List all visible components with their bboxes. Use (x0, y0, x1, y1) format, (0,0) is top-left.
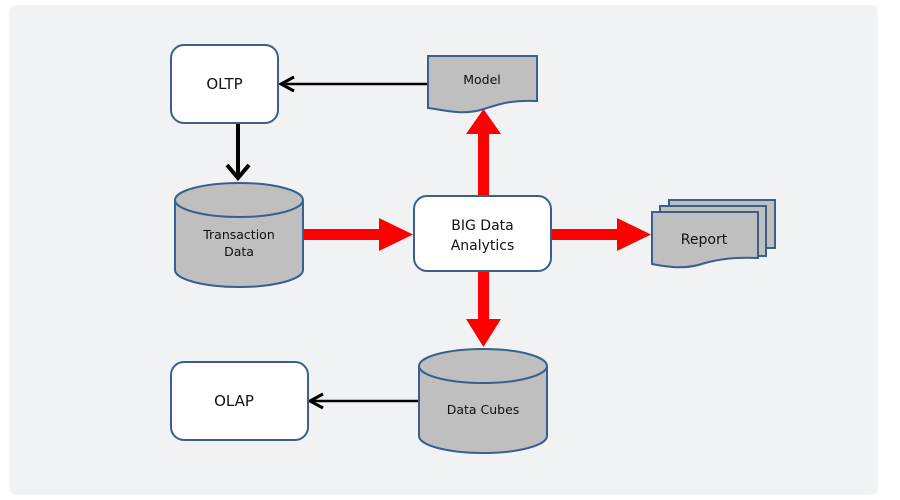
node-report[interactable]: Report (651, 199, 776, 269)
analytics-label-line2: Analytics (451, 238, 515, 254)
cylinder-body (174, 200, 304, 288)
arrowhead-icon (466, 109, 501, 134)
arrowhead-icon (277, 75, 295, 93)
olap-label: OLAP (214, 392, 254, 410)
edge-data-cubes-to-olap (306, 392, 419, 410)
analytics-box (413, 195, 552, 272)
transaction-data-label-line2: Data (224, 244, 254, 259)
arrowhead-icon (617, 218, 651, 251)
edge-transaction-data-to-analytics (303, 218, 413, 251)
oltp-label: OLTP (206, 75, 242, 93)
node-oltp[interactable]: OLTP (170, 44, 279, 124)
node-olap[interactable]: OLAP (170, 361, 309, 441)
arrowhead-icon (306, 392, 324, 410)
cylinder-body (418, 366, 548, 454)
analytics-label-line1: BIG Data (451, 218, 513, 234)
transaction-data-label-line1: Transaction (202, 227, 275, 242)
data-cubes-label: Data Cubes (447, 402, 520, 417)
edge-analytics-to-report (551, 218, 651, 251)
node-transaction-data[interactable]: Transaction Data (174, 182, 304, 288)
document-shape-icon (427, 55, 538, 114)
olap-box (170, 361, 309, 441)
node-model[interactable]: Model (427, 55, 538, 114)
oltp-box (170, 44, 279, 124)
node-data-cubes[interactable]: Data Cubes (418, 348, 548, 454)
edge-model-to-oltp (277, 75, 428, 93)
cylinder-top (174, 182, 304, 218)
edge-line (551, 229, 619, 240)
edge-analytics-to-model (466, 109, 501, 196)
arrowhead-icon (225, 163, 251, 182)
report-label: Report (681, 232, 728, 248)
edge-line (303, 229, 381, 240)
arrowhead-icon (379, 218, 413, 251)
edge-analytics-to-data-cubes (466, 271, 501, 347)
edge-line (478, 132, 489, 196)
edge-oltp-to-transaction-data (225, 123, 251, 182)
model-label: Model (463, 72, 501, 87)
cylinder-top (418, 348, 548, 384)
document-shape-icon (651, 211, 759, 269)
node-big-data-analytics[interactable]: BIG Data Analytics (413, 195, 552, 272)
arrowhead-icon (466, 319, 501, 347)
edge-line (478, 271, 489, 321)
